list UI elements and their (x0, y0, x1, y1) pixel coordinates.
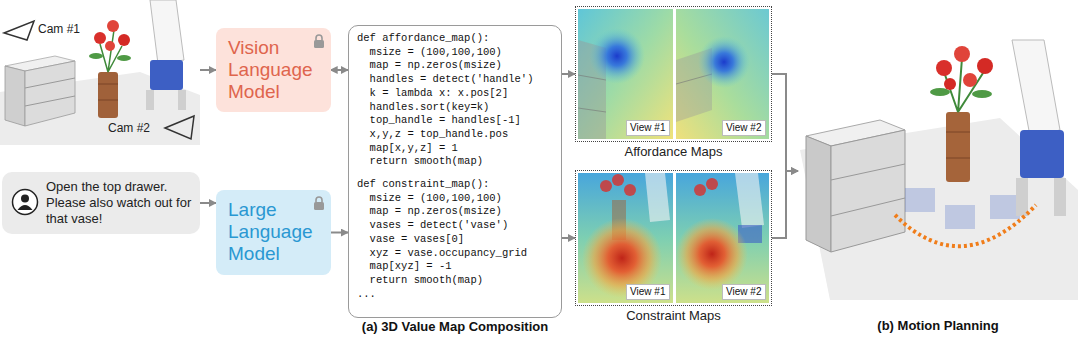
scene-right-drawing (800, 40, 1078, 300)
view-panel: View #2 (676, 173, 769, 303)
code-line: def constraint_map(): (357, 178, 553, 192)
code-line: vases = detect('vase') (357, 219, 553, 233)
code-line: map = np.zeros(msize) (357, 59, 553, 73)
arrow-connector (200, 69, 216, 71)
scene-left-drawing (0, 0, 200, 145)
model-box: Large Language Model (216, 190, 331, 275)
code-line: x,y,z = top_handle.pos (357, 128, 553, 142)
code-line: msize = (100,100,100) (357, 192, 553, 206)
code-line: return smooth(map) (357, 274, 553, 288)
section-caption: (b) Motion Planning (798, 318, 1078, 333)
code-line: handles = detect('handle') (357, 73, 553, 87)
view-label: View #1 (626, 120, 669, 136)
view-panel: View #1 (578, 173, 673, 303)
view-label: View #2 (722, 284, 765, 300)
camera-label: Cam #2 (108, 121, 150, 135)
scene-image: Cam #1 Cam #2 (0, 0, 200, 145)
person-icon (11, 188, 39, 216)
view-panel: View #2 (676, 9, 769, 139)
arrow-connector (772, 171, 798, 238)
code-line: ... (357, 288, 553, 302)
code-line: map[xyz] = -1 (357, 260, 553, 274)
lock-icon (313, 34, 325, 48)
code-line: map[x,y,z] = 1 (357, 142, 553, 156)
code-line: map = np.zeros(msize) (357, 205, 553, 219)
code-line: handles.sort(key=k) (357, 101, 553, 115)
code-box: def affordance_map(): msize = (100,100,1… (348, 25, 562, 318)
group-caption: Constraint Maps (576, 308, 771, 323)
view-label: View #1 (626, 284, 669, 300)
section-caption: (a) 3D Value Map Composition (348, 319, 562, 334)
code-line: vase = vases[0] (357, 233, 553, 247)
code-line: return smooth(map) (357, 155, 553, 169)
scene-image: (b) Motion Planning (798, 40, 1078, 302)
arrow-connector (562, 237, 575, 239)
constraint-map-images (578, 173, 769, 303)
code-line: xyz = vase.occupancy_grid (357, 247, 553, 261)
view-panel: View #1 (578, 9, 673, 139)
arrow-connector (562, 73, 575, 75)
arrow-connector (331, 232, 349, 234)
map-group: Constraint MapsView #1View #2 (575, 170, 772, 306)
model-box: Vision Language Model (216, 28, 331, 112)
code-line: msize = (100,100,100) (357, 46, 553, 60)
instruction-text: Open the top drawer. Please also watch o… (46, 179, 194, 227)
camera-label: Cam #1 (38, 22, 80, 36)
code-line: k = lambda x: x.pos[2] (357, 87, 553, 101)
lock-icon (313, 196, 325, 210)
code-line: def affordance_map(): (357, 32, 553, 46)
instruction-bubble: Open the top drawer. Please also watch o… (2, 172, 200, 234)
affordance-map-images (578, 9, 769, 139)
arrow-connector (772, 74, 798, 171)
model-name: Vision Language Model (228, 37, 313, 103)
code-line: top_handle = handles[-1] (357, 114, 553, 128)
arrow-connector (200, 202, 216, 204)
arrow-connector (331, 69, 349, 71)
model-name: Large Language Model (228, 199, 313, 265)
group-caption: Affordance Maps (576, 144, 771, 159)
view-label: View #2 (722, 120, 765, 136)
map-group: Affordance MapsView #1View #2 (575, 6, 772, 142)
